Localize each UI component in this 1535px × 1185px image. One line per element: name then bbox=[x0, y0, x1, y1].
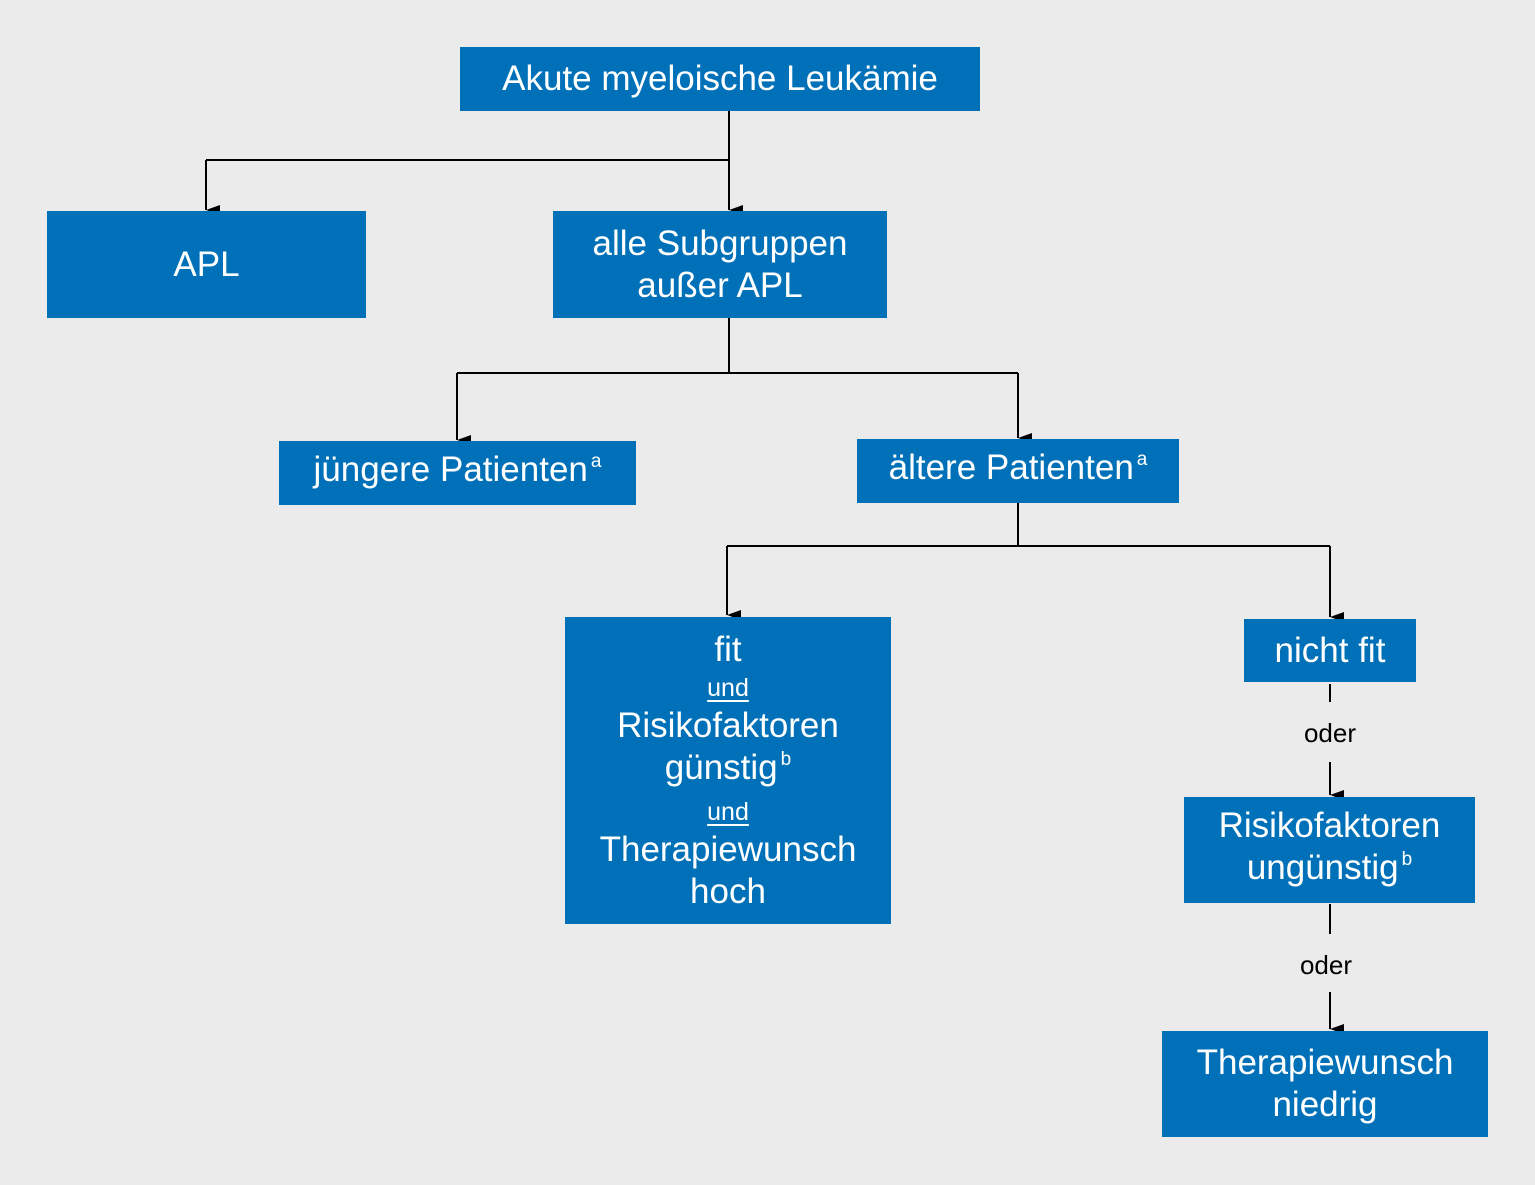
apl-box: APL bbox=[47, 211, 366, 318]
subgroups-line2: außer APL bbox=[637, 265, 803, 305]
subgroups-box: alle Subgruppen außer APL bbox=[553, 211, 887, 318]
fit-conj2: und bbox=[707, 797, 749, 826]
fit-line2: Risikofaktoren bbox=[617, 705, 839, 745]
fit-line3: günstig bbox=[664, 747, 778, 787]
root-label: Akute myeloische Leukämie bbox=[502, 59, 938, 98]
notfit-label: nicht fit bbox=[1274, 630, 1386, 670]
wish-line1: Therapiewunsch bbox=[1196, 1043, 1454, 1082]
oder-label-2: oder bbox=[1282, 950, 1370, 980]
fit-conj1: und bbox=[707, 673, 749, 702]
fit-footnote-mark: b bbox=[780, 748, 792, 770]
younger-footnote-mark: a bbox=[590, 451, 602, 472]
risk-footnote-mark: b bbox=[1401, 849, 1413, 870]
risk-line2: ungünstig bbox=[1246, 848, 1399, 887]
older-patients-label: ältere Patienten bbox=[888, 448, 1134, 487]
wish-low-box: Therapiewunsch niedrig bbox=[1162, 1031, 1488, 1137]
oder-label-1: oder bbox=[1286, 718, 1374, 748]
notfit-box: nicht fit bbox=[1244, 619, 1416, 682]
fit-line5: hoch bbox=[690, 871, 766, 911]
apl-label: APL bbox=[173, 244, 240, 284]
older-footnote-mark: a bbox=[1136, 449, 1148, 470]
root-box: Akute myeloische Leukämie bbox=[460, 47, 980, 111]
fit-line4: Therapiewunsch bbox=[599, 829, 857, 869]
risk-line1: Risikofaktoren bbox=[1218, 806, 1441, 845]
fit-line1: fit bbox=[714, 629, 742, 669]
younger-patients-label: jüngere Patienten bbox=[313, 450, 588, 489]
wish-line2: niedrig bbox=[1272, 1085, 1378, 1124]
subgroups-line1: alle Subgruppen bbox=[592, 223, 848, 263]
